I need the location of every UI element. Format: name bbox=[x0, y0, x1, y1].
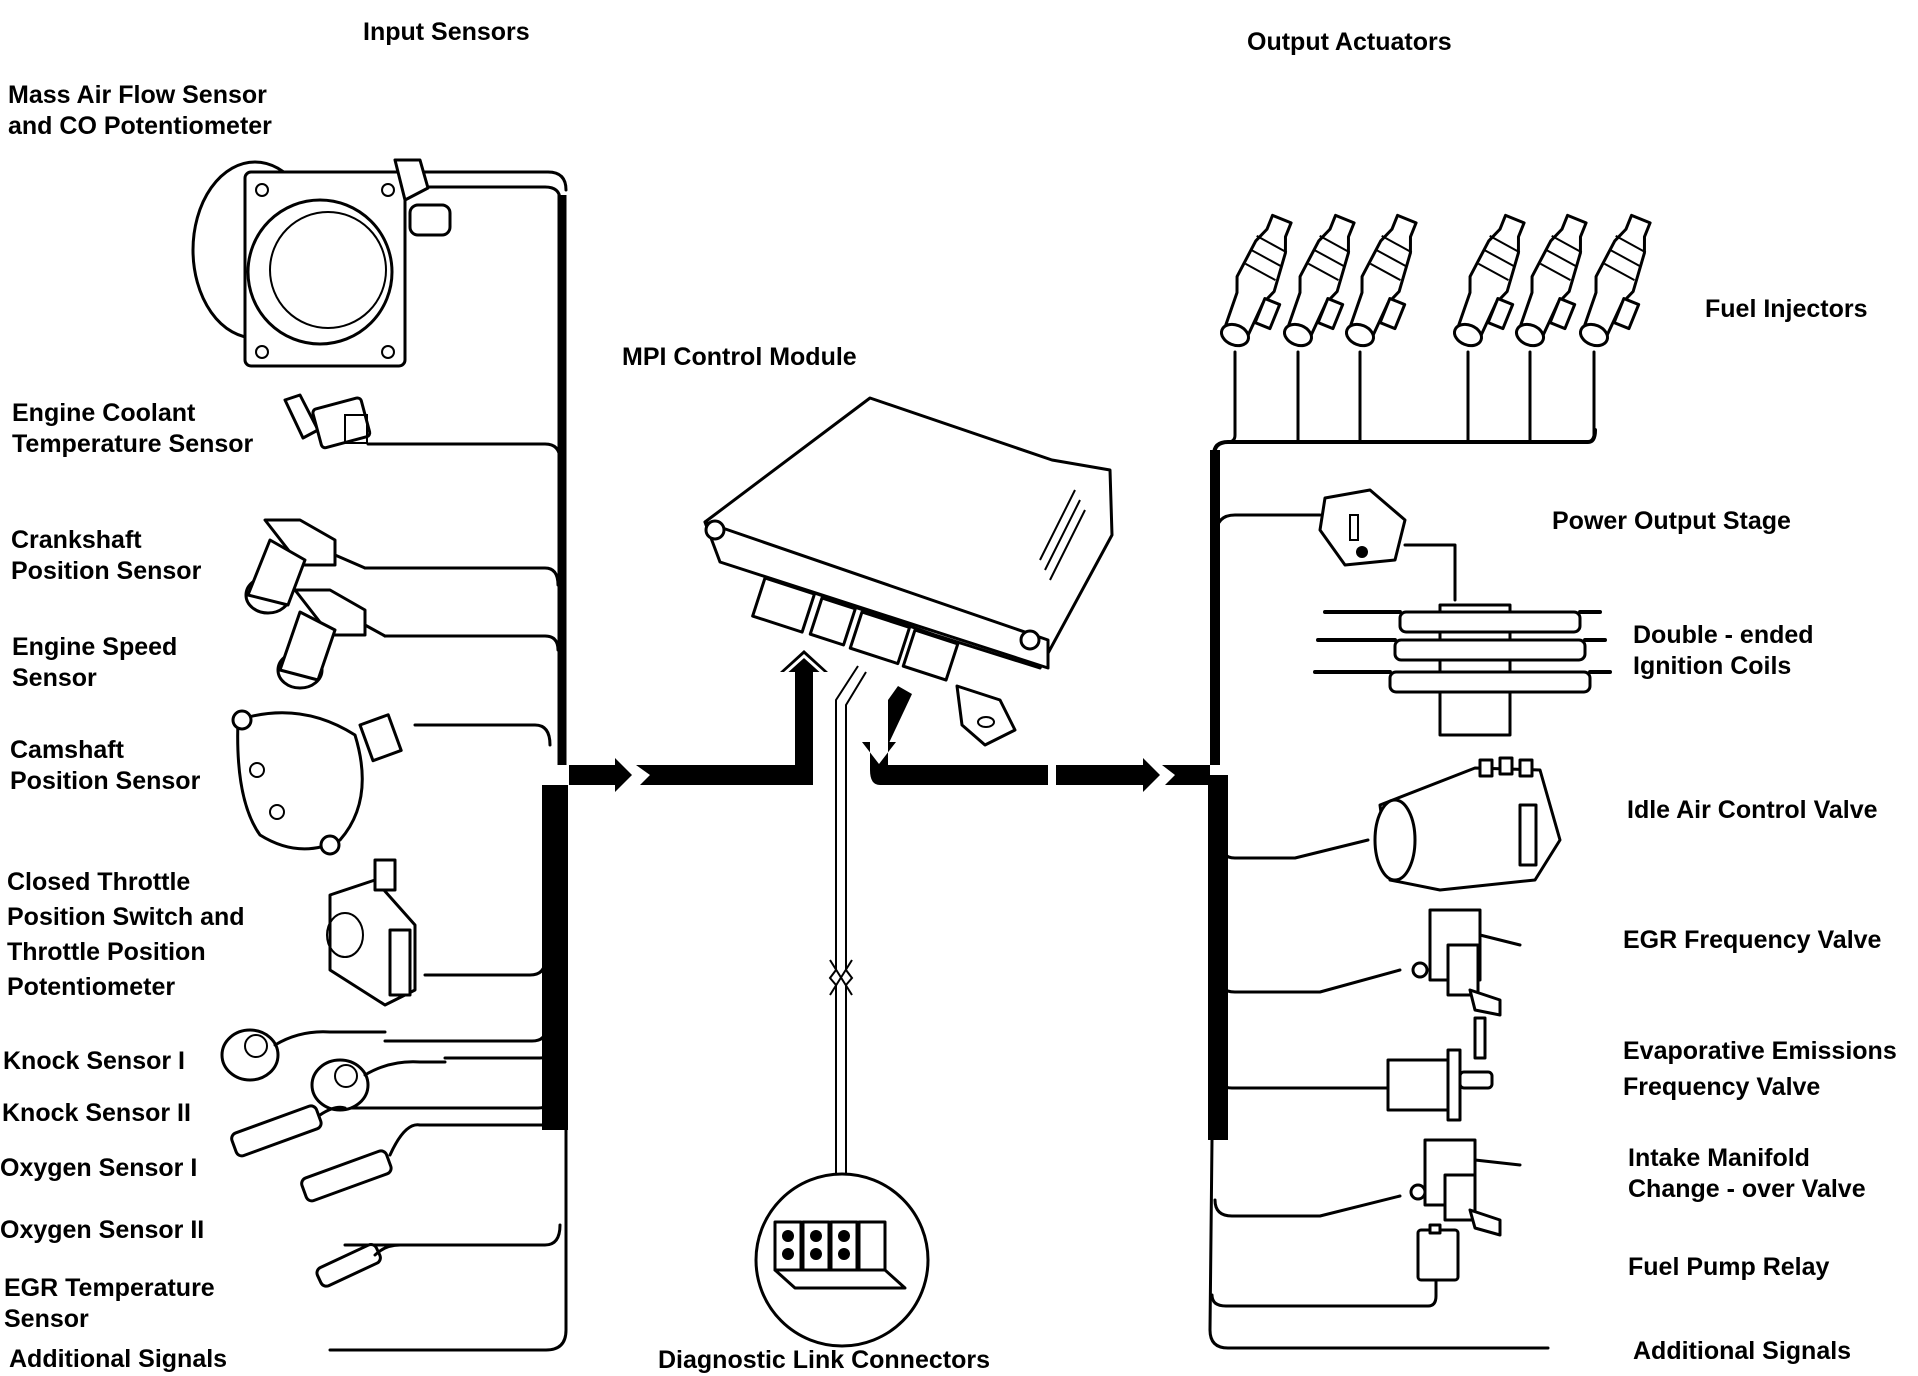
label-line: Ignition Coils bbox=[1633, 652, 1792, 680]
label-line: and CO Potentiometer bbox=[8, 112, 272, 140]
label-line: Potentiometer bbox=[7, 973, 176, 1001]
label-egr-temperature-sensor: EGR Temperature Sensor bbox=[4, 1273, 215, 1335]
power-output-stage-icon bbox=[1318, 488, 1407, 567]
label-ignition-coils: Double - ended Ignition Coils bbox=[1633, 620, 1814, 682]
label-line: Position Sensor bbox=[10, 767, 201, 795]
label-line: Throttle Position bbox=[7, 938, 206, 966]
label-line: Temperature Sensor bbox=[12, 430, 254, 458]
label-knock-sensor-1: Knock Sensor I bbox=[3, 1047, 185, 1075]
fuel-injector bbox=[1514, 213, 1588, 348]
label-evap-frequency-valve: Evaporative Emissions Frequency Valve bbox=[1623, 1033, 1897, 1105]
fuel-pump-relay-icon bbox=[1416, 1223, 1460, 1282]
output-wiring-bus bbox=[862, 350, 1597, 1350]
label-engine-speed-sensor: Engine Speed Sensor bbox=[12, 632, 177, 694]
label-power-output-stage: Power Output Stage bbox=[1552, 507, 1791, 535]
label-line: Intake Manifold bbox=[1628, 1144, 1810, 1172]
egr-frequency-valve-icon bbox=[1411, 908, 1522, 1017]
label-idle-air-control-valve: Idle Air Control Valve bbox=[1627, 796, 1878, 824]
label-line: Sensor bbox=[12, 664, 97, 692]
diagnostic-link-wiring bbox=[828, 665, 867, 1228]
label-line: Closed Throttle bbox=[7, 868, 191, 896]
label-coolant-temperature-sensor: Engine Coolant Temperature Sensor bbox=[12, 398, 253, 460]
diagnostic-link-connectors-label: Diagnostic Link Connectors bbox=[658, 1346, 990, 1374]
label-line: EGR Temperature bbox=[4, 1274, 215, 1302]
diagnostic-link-connectors bbox=[754, 1172, 930, 1348]
label-line: Crankshaft bbox=[11, 526, 142, 554]
label-line: Change - over Valve bbox=[1628, 1175, 1866, 1203]
ignition-coil-icon bbox=[1313, 603, 1612, 737]
output-actuators-heading: Output Actuators bbox=[1247, 28, 1452, 56]
mpi-control-module-label: MPI Control Module bbox=[622, 343, 857, 371]
label-line: Engine Coolant bbox=[12, 399, 196, 427]
label-mass-air-flow-sensor: Mass Air Flow Sensor and CO Potentiomete… bbox=[8, 80, 272, 142]
label-line: Position Switch and bbox=[7, 903, 245, 931]
label-line: Evaporative Emissions bbox=[1623, 1037, 1897, 1065]
intake-manifold-valve-icon bbox=[1409, 1138, 1522, 1237]
throttle-position-sensor-icon bbox=[326, 858, 417, 1007]
fuel-injector bbox=[1578, 213, 1652, 348]
label-fuel-injectors: Fuel Injectors bbox=[1705, 295, 1868, 323]
label-oxygen-sensor-1: Oxygen Sensor I bbox=[0, 1154, 198, 1182]
egr-temperature-sensor-icon bbox=[315, 1243, 402, 1288]
fuel-injector bbox=[1452, 213, 1526, 348]
knock-sensor-icon bbox=[220, 1028, 447, 1112]
label-oxygen-sensor-2: Oxygen Sensor II bbox=[0, 1216, 205, 1244]
fuel-injector bbox=[1344, 213, 1418, 348]
evap-frequency-valve-icon bbox=[1386, 1016, 1494, 1122]
label-egr-frequency-valve: EGR Frequency Valve bbox=[1623, 926, 1882, 954]
label-line: Frequency Valve bbox=[1623, 1073, 1821, 1101]
label-camshaft-position-sensor: Camshaft Position Sensor bbox=[10, 735, 200, 797]
label-line: Mass Air Flow Sensor bbox=[8, 81, 267, 109]
label-fuel-pump-relay: Fuel Pump Relay bbox=[1628, 1253, 1830, 1281]
oxygen-sensor-icon bbox=[230, 1104, 422, 1203]
idle-air-control-valve-icon bbox=[1373, 756, 1562, 892]
fuel-injector bbox=[1282, 213, 1356, 348]
label-line: Position Sensor bbox=[11, 557, 202, 585]
crankshaft-position-sensor-icon bbox=[244, 518, 367, 615]
label-line: Camshaft bbox=[10, 736, 124, 764]
label-throttle-position-sensor: Closed Throttle Position Switch and Thro… bbox=[7, 865, 245, 1005]
label-intake-manifold-valve: Intake Manifold Change - over Valve bbox=[1628, 1143, 1866, 1205]
label-line: Sensor bbox=[4, 1305, 89, 1333]
fuel-injector-icon bbox=[1219, 213, 1652, 348]
label-crankshaft-position-sensor: Crankshaft Position Sensor bbox=[11, 525, 201, 587]
engine-speed-sensor-icon bbox=[276, 588, 387, 690]
camshaft-position-sensor-icon bbox=[231, 709, 403, 856]
label-knock-sensor-2: Knock Sensor II bbox=[2, 1099, 191, 1127]
label-line: Double - ended bbox=[1633, 621, 1814, 649]
coolant-temperature-sensor-icon bbox=[283, 393, 372, 450]
label-line: Engine Speed bbox=[12, 633, 178, 661]
input-wiring-bus bbox=[328, 170, 828, 1352]
input-sensors-heading: Input Sensors bbox=[363, 18, 530, 46]
mass-air-flow-sensor-icon bbox=[191, 158, 452, 368]
fuel-injector bbox=[1219, 213, 1293, 348]
label-additional-signals-input: Additional Signals bbox=[9, 1345, 228, 1373]
label-additional-signals-output: Additional Signals bbox=[1633, 1337, 1852, 1365]
mpi-control-module-icon bbox=[703, 396, 1114, 747]
